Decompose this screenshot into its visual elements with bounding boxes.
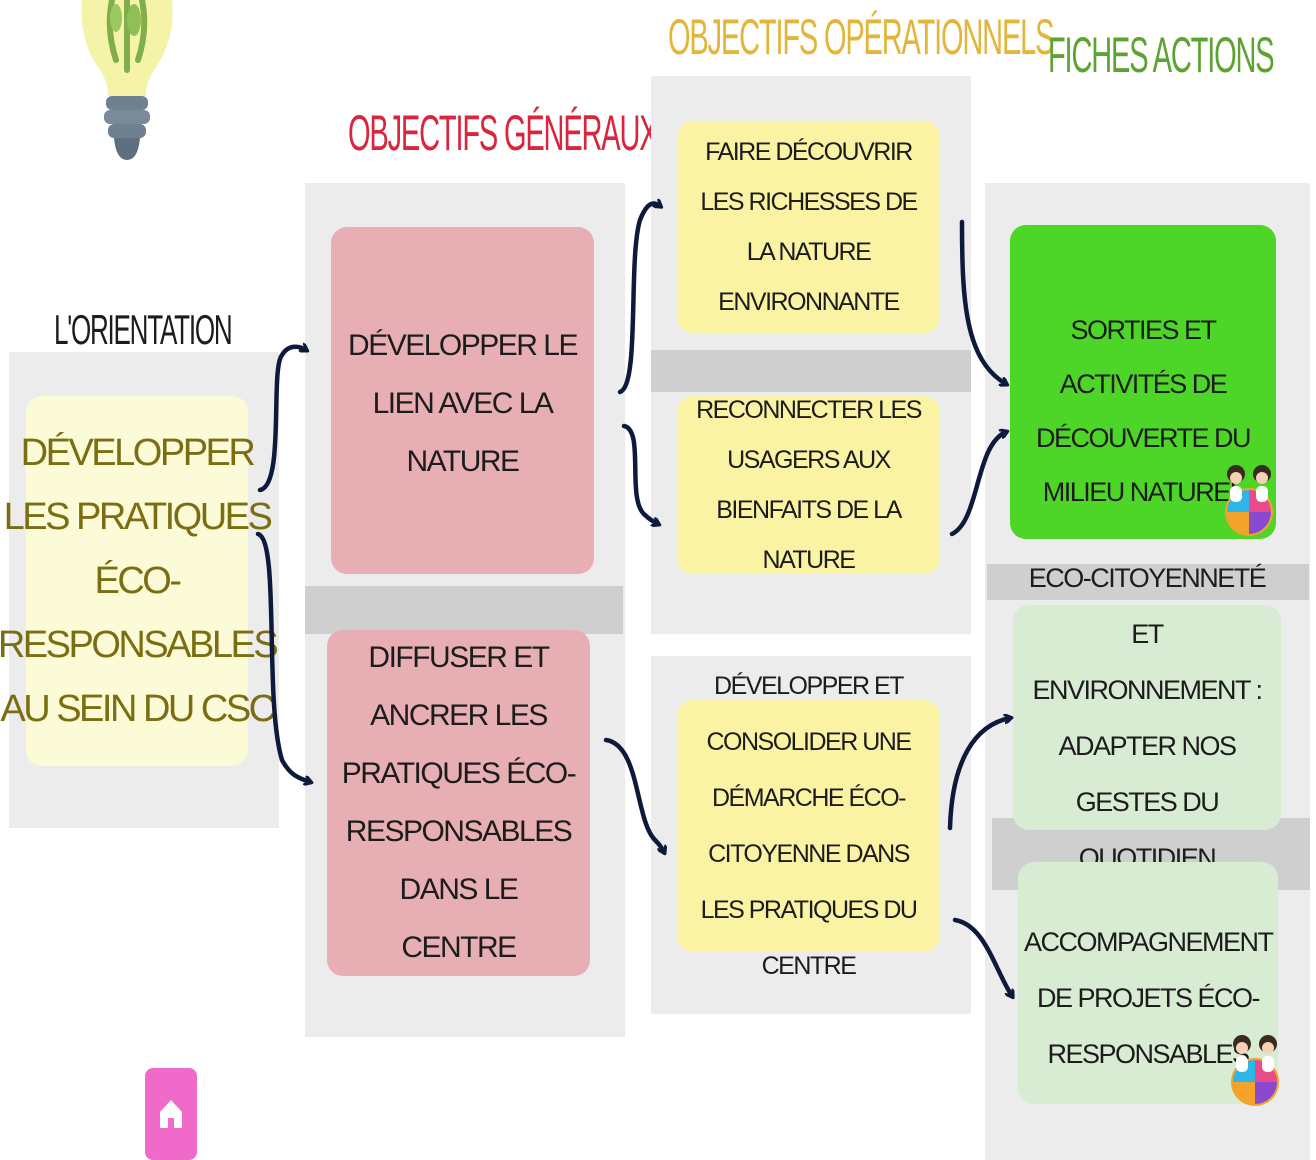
heading-orientation: L'ORIENTATION — [54, 306, 233, 353]
lightbulb-icon — [81, 0, 173, 160]
orientation-box: DÉVELOPPER LES PRATIQUES ÉCO-RESPONSABLE… — [0, 396, 279, 766]
fiche-action-3: ACCOMPAGNEMENT DE PROJETS ÉCO-RESPONSABL… — [1018, 862, 1278, 1104]
objectif-general-2: DIFFUSER ET ANCRER LES PRATIQUES ÉCO-RES… — [327, 630, 590, 976]
operationnels-divider — [651, 350, 971, 392]
home-icon — [160, 1100, 182, 1128]
objectif-operationnel-3: DÉVELOPPER ET CONSOLIDER UNE DÉMARCHE ÉC… — [677, 672, 940, 980]
objectif-general-1-text: DÉVELOPPER LE LIEN AVEC LA NATURE — [348, 329, 578, 478]
objectif-operationnel-2-text: RECONNECTER LES USAGERS AUX BIENFAITS DE… — [696, 396, 922, 574]
objectif-general-2-text: DIFFUSER ET ANCRER LES PRATIQUES ÉCO-RES… — [341, 641, 577, 964]
arrow-op-3-to-fiche-3 — [952, 917, 1012, 996]
arrow-orientation-to-general-1 — [257, 347, 306, 493]
objectif-operationnel-2: RECONNECTER LES USAGERS AUX BIENFAITS DE… — [677, 396, 940, 574]
arrow-orientation-to-general-2 — [255, 531, 310, 782]
arrow-general-2-to-op-3 — [603, 737, 664, 852]
arrow-general-1-to-op-2 — [621, 423, 658, 524]
arrow-general-1-to-op-1 — [617, 204, 660, 395]
fiche-action-1-text: SORTIES ET ACTIVITÉS DE DÉCOUVERTE DU MI… — [1035, 315, 1252, 507]
orientation-text: DÉVELOPPER LES PRATIQUES ÉCO-RESPONSABLE… — [0, 432, 279, 730]
fiche-action-2: ECO-CITOYENNETÉ ET ENVIRONNEMENT : ADAPT… — [1013, 563, 1281, 873]
generaux-divider — [305, 586, 623, 634]
heading-objectifs-generaux: OBJECTIFS GÉNÉRAUX — [348, 105, 659, 161]
family-icon — [1231, 1035, 1279, 1106]
objectif-operationnel-3-text: DÉVELOPPER ET CONSOLIDER UNE DÉMARCHE ÉC… — [700, 672, 918, 980]
fiche-action-3-text: ACCOMPAGNEMENT DE PROJETS ÉCO-RESPONSABL… — [1023, 927, 1274, 1069]
objectif-operationnel-1-text: FAIRE DÉCOUVRIR LES RICHESSES DE LA NATU… — [700, 138, 918, 316]
objectif-operationnel-1: FAIRE DÉCOUVRIR LES RICHESSES DE LA NATU… — [677, 121, 940, 333]
objectif-general-1: DÉVELOPPER LE LIEN AVEC LA NATURE — [331, 227, 594, 574]
fiche-action-1: SORTIES ET ACTIVITÉS DE DÉCOUVERTE DU MI… — [1010, 225, 1276, 539]
home-button[interactable] — [145, 1068, 197, 1160]
heading-fiches-actions: FICHES ACTIONS — [1048, 27, 1275, 83]
arrow-op-3-to-fiche-2 — [947, 718, 1010, 831]
fiches-divider-1 — [987, 564, 1309, 600]
arrow-op-2-to-fiche-1 — [949, 432, 1006, 537]
fiche-action-2-text: ECO-CITOYENNETÉ ET ENVIRONNEMENT : ADAPT… — [1028, 562, 1267, 873]
family-icon — [1225, 465, 1273, 536]
heading-objectifs-operationnels: OBJECTIFS OPÉRATIONNELS — [668, 9, 1054, 65]
arrow-op-1-to-fiche-1 — [959, 219, 1006, 384]
